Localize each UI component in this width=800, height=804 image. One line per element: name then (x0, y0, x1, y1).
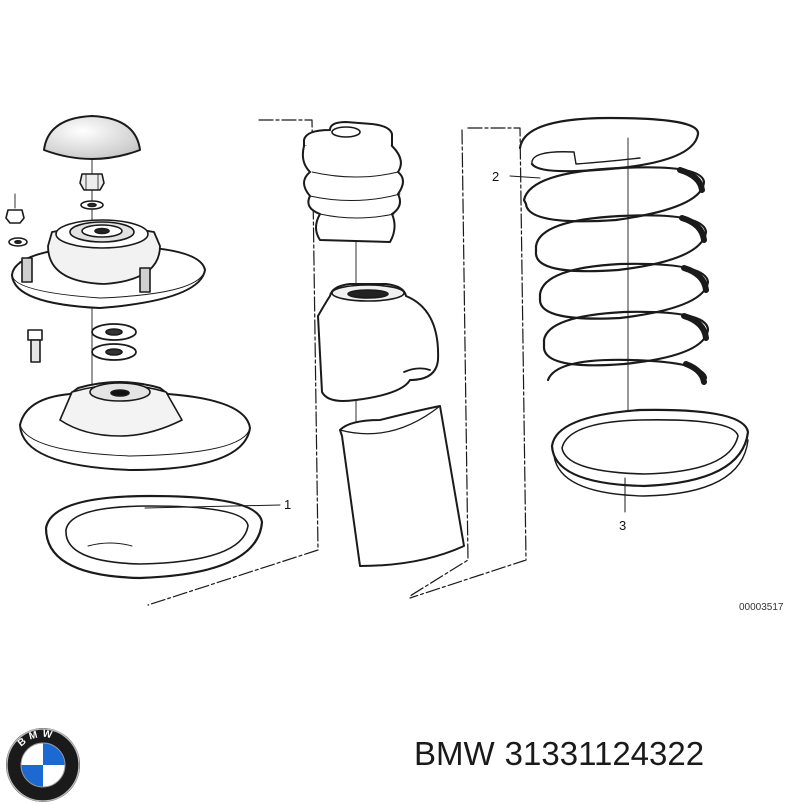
bump-stop (301, 121, 404, 243)
callout-3: 3 (619, 518, 626, 533)
brand-name: BMW (414, 735, 495, 772)
dust-cap (43, 115, 141, 160)
right-group-bracket (409, 129, 469, 597)
strut-mount-plate (11, 219, 206, 309)
rubber-mount (19, 381, 251, 471)
hex-nut (79, 173, 105, 191)
protective-boot-upper (317, 283, 440, 402)
coil-spring (518, 116, 710, 385)
coil-spring-assembly (518, 116, 750, 497)
protective-boot-lower (339, 405, 465, 567)
spring-pad (550, 408, 750, 497)
left-group-bracket (147, 119, 319, 606)
hex-bolt (27, 329, 43, 341)
callout-1: 1 (284, 497, 291, 512)
bump-stop-assembly (301, 121, 465, 567)
document-id: 00003517 (739, 602, 784, 613)
bmw-roundel-icon: BMW (6, 728, 80, 802)
middle-group-bracket (409, 127, 527, 599)
upper-mount-assembly (5, 115, 264, 580)
small-nut (5, 209, 25, 224)
part-number: 31331124322 (504, 735, 705, 772)
callout-2: 2 (492, 169, 499, 184)
isolator-ring (44, 494, 264, 580)
